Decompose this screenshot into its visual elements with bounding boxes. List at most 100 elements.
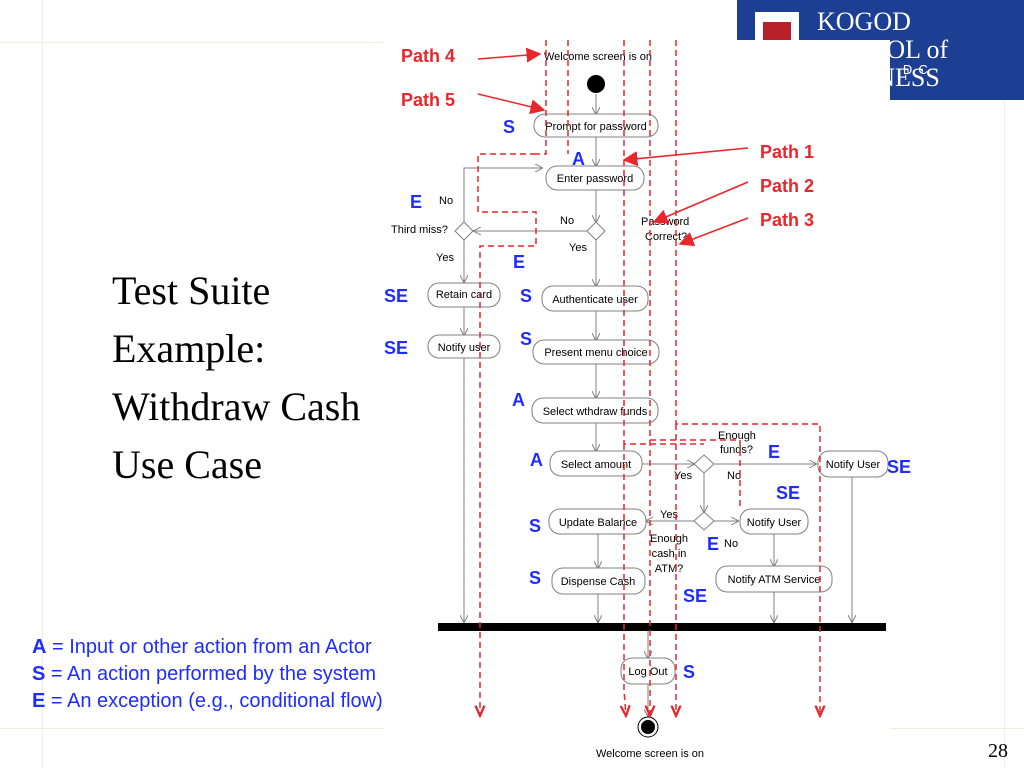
node-notify-user-left [427,334,501,359]
guard-label: Yes [674,470,692,482]
test-path-line [649,40,741,506]
guard-label: No [439,195,453,207]
title-line: Test Suite [112,268,271,313]
marker-e: E [768,442,780,462]
test-path-line [624,444,626,716]
decision-label: Correct? [645,231,687,243]
decision-nodes [454,221,715,531]
node-present-menu [532,339,660,365]
path-arrow [652,181,749,224]
flow-line [463,168,542,222]
marker-se: SE [887,457,911,477]
test-path-line [536,40,547,155]
legend-text: = Input or other action from an Actor [46,636,372,658]
sync-bar [438,623,886,631]
title-line: Withdraw Cash [112,384,361,429]
start-label: Welcome screen is on [544,51,652,63]
legend-item-s: S = An action performed by the system [32,661,383,688]
test-path-line [478,153,537,716]
guard-label: Yes [660,509,678,521]
path-labels: Path 4 Path 5 Path 1 Path 2 Path 3 [401,46,814,247]
marker-e: E [513,252,525,272]
decision-password-correct [586,221,606,241]
legend-key: E [32,690,46,712]
node-select-withdraw [531,397,659,424]
grid-line [42,0,43,768]
marker-s: S [529,516,541,536]
node-update-balance [548,508,647,535]
title-line: Example: [112,326,266,371]
marker-s: S [529,568,541,588]
test-paths [478,40,820,716]
decision-label: Enough [650,533,688,545]
node-dispense-cash [551,567,646,595]
marker-s: S [503,117,515,137]
flow-lines [464,94,852,716]
decision-label: cash in [652,548,687,560]
guard-label: Yes [569,242,587,254]
guard-label: Yes [436,252,454,264]
page-number: 28 [988,740,1008,762]
decision-label: Enough [718,430,756,442]
node-notify-user-funds [817,450,889,478]
decision-label: ATM? [655,563,684,575]
marker-se: SE [683,586,707,606]
node-label: Select wthdraw funds [543,406,648,418]
guard-label: No [724,538,738,550]
decision-enough-cash [693,511,715,531]
marker-s: S [520,329,532,349]
node-label: Retain card [436,289,492,301]
title-line: Use Case [112,442,262,487]
legend-item-a: A = Input or other action from an Actor [32,634,383,661]
guard-label: No [727,470,741,482]
decision-label: Third miss? [391,224,448,236]
node-prompt-password [533,113,659,138]
node-label: Notify ATM Service [728,574,821,586]
decision-enough-funds [693,454,715,474]
marker-e: E [707,534,719,554]
path-label: Path 2 [760,176,814,196]
markers: S A E E SE SE S S A A E SE SE S E S SE S [384,117,911,682]
marker-se: SE [776,483,800,503]
start-node-icon [587,75,605,93]
legend-text: = An action performed by the system [45,663,377,685]
marker-se: SE [384,286,408,306]
node-label: Update Balance [559,517,637,529]
logo-name-line1: KOGOD [817,7,911,36]
node-label: Notify User [747,517,802,529]
guard-label: No [560,215,574,227]
node-notify-atm-service [715,565,833,593]
end-label: Welcome screen is on [596,748,704,760]
node-notify-user-cash [739,508,809,535]
path-label: Path 3 [760,210,814,230]
node-label: Enter password [557,173,633,185]
marker-se: SE [384,338,408,358]
legend: A = Input or other action from an Actor … [32,634,383,715]
marker-a: A [572,149,585,169]
path-label: Path 5 [401,90,455,110]
path-arrow [678,217,749,247]
node-label: Prompt for password [545,121,646,133]
legend-text: = An exception (e.g., conditional flow) [45,690,383,712]
node-retain-card [427,282,501,308]
activity-nodes: Prompt for password Enter password Retai… [427,113,889,685]
legend-item-e: E = An exception (e.g., conditional flow… [32,688,383,715]
marker-s: S [520,286,532,306]
node-label: Dispense Cash [561,576,636,588]
marker-a: A [512,390,525,410]
path-arrow [477,47,542,63]
legend-key: A [32,636,47,658]
node-label: Authenticate user [552,294,638,306]
node-label: Notify user [438,342,491,354]
legend-key: S [32,663,46,685]
end-node-core-icon [641,720,655,734]
path-arrow [622,147,749,167]
decision-third-miss [454,221,474,241]
marker-s: S [683,662,695,682]
node-log-out [620,657,676,685]
node-authenticate-user [541,285,649,312]
marker-e: E [410,192,422,212]
node-label: Notify User [826,459,881,471]
